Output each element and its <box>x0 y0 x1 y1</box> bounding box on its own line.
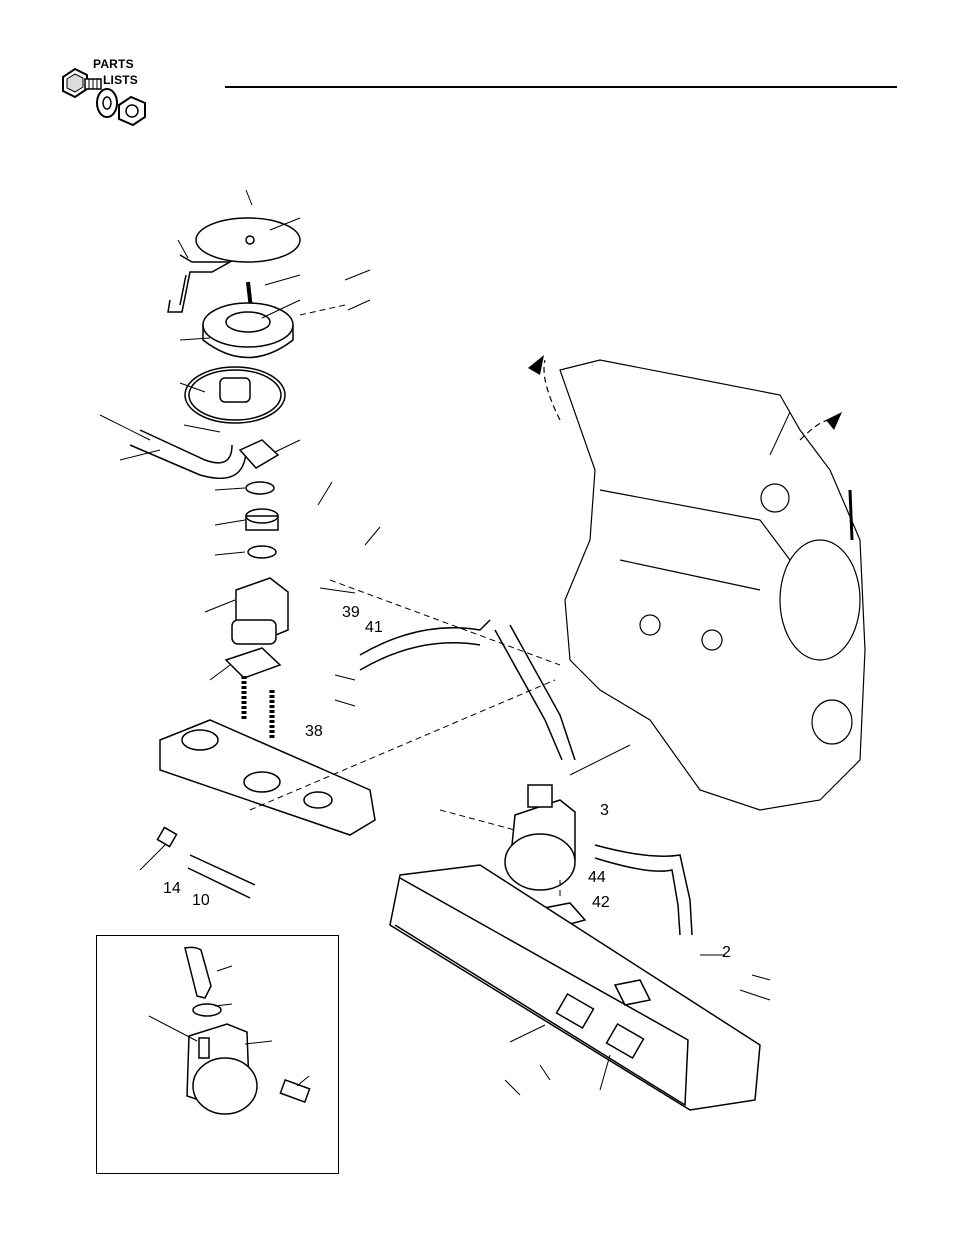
air-cleaner-assembly <box>130 218 300 738</box>
callout-42: 42 <box>592 894 610 911</box>
callout-38: 38 <box>305 723 323 740</box>
callout-39: 39 <box>342 604 360 621</box>
arrow-up-left <box>528 355 544 375</box>
callout-10: 10 <box>192 892 210 909</box>
regulator-inset-view <box>96 935 339 1174</box>
callout-3: 3 <box>600 802 609 819</box>
inset-drawing <box>97 936 340 1175</box>
callout-2: 2 <box>722 944 731 961</box>
arrow-up-right <box>826 412 842 430</box>
callout-41: 41 <box>365 619 383 636</box>
frame-rail <box>390 865 760 1110</box>
callout-14: 14 <box>163 880 181 897</box>
engine-block <box>544 360 865 810</box>
intake-manifold <box>160 720 375 835</box>
callout-44: 44 <box>588 869 606 886</box>
